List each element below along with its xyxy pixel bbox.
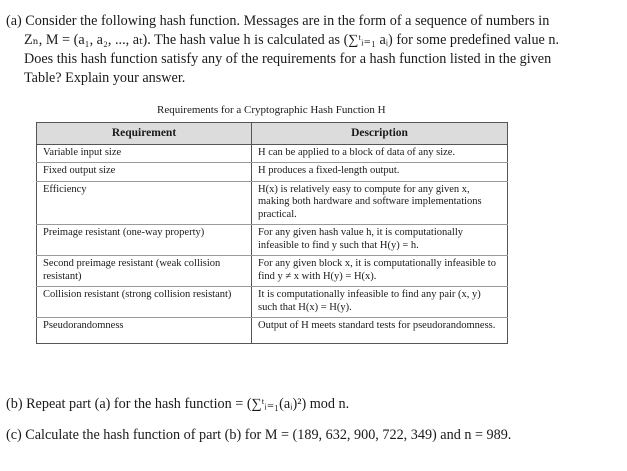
description-cell: Output of H meets standard tests for pse…: [251, 317, 508, 344]
description-cell: For any given hash value h, it is comput…: [251, 224, 508, 256]
question-c: (c) Calculate the hash function of part …: [6, 427, 512, 443]
description-cell: For any given block x, it is computation…: [251, 255, 508, 287]
table-row: Fixed output size H produces a fixed-len…: [36, 162, 508, 182]
requirement-cell: Second preimage resistant (weak collisio…: [36, 255, 252, 287]
question-a-line-1: (a) Consider the following hash function…: [6, 13, 550, 29]
table-row: Efficiency H(x) is relatively easy to co…: [36, 181, 508, 225]
requirement-cell: Variable input size: [36, 144, 252, 163]
table-row: Preimage resistant (one-way property) Fo…: [36, 224, 508, 256]
header-description: Description: [251, 122, 508, 145]
description-cell: H(x) is relatively easy to compute for a…: [251, 181, 508, 225]
question-a: (a) Consider the following hash function…: [6, 12, 618, 88]
requirement-cell: Collision resistant (strong collision re…: [36, 286, 252, 318]
requirement-cell: Fixed output size: [36, 162, 252, 182]
table-row: Pseudorandomness Output of H meets stand…: [36, 317, 508, 344]
table-header-row: Requirement Description: [36, 122, 508, 145]
table-row: Second preimage resistant (weak collisio…: [36, 255, 508, 287]
question-b: (b) Repeat part (a) for the hash functio…: [6, 396, 350, 412]
requirement-cell: Pseudorandomness: [36, 317, 252, 344]
header-requirement: Requirement: [36, 122, 252, 145]
hash-requirements-table: Requirement Description Variable input s…: [36, 122, 508, 344]
question-a-line-2: Zₙ, M = (a₁, a₂, ..., aₜ). The hash valu…: [24, 32, 560, 48]
question-a-line-4: Table? Explain your answer.: [24, 70, 186, 86]
table-caption: Requirements for a Cryptographic Hash Fu…: [157, 104, 386, 116]
requirement-cell: Preimage resistant (one-way property): [36, 224, 252, 256]
requirement-cell: Efficiency: [36, 181, 252, 225]
table-row: Collision resistant (strong collision re…: [36, 286, 508, 318]
description-cell: H can be applied to a block of data of a…: [251, 144, 508, 163]
description-cell: H produces a fixed-length output.: [251, 162, 508, 182]
description-cell: It is computationally infeasible to find…: [251, 286, 508, 318]
table-row: Variable input size H can be applied to …: [36, 144, 508, 163]
question-a-line-3: Does this hash function satisfy any of t…: [24, 51, 552, 67]
